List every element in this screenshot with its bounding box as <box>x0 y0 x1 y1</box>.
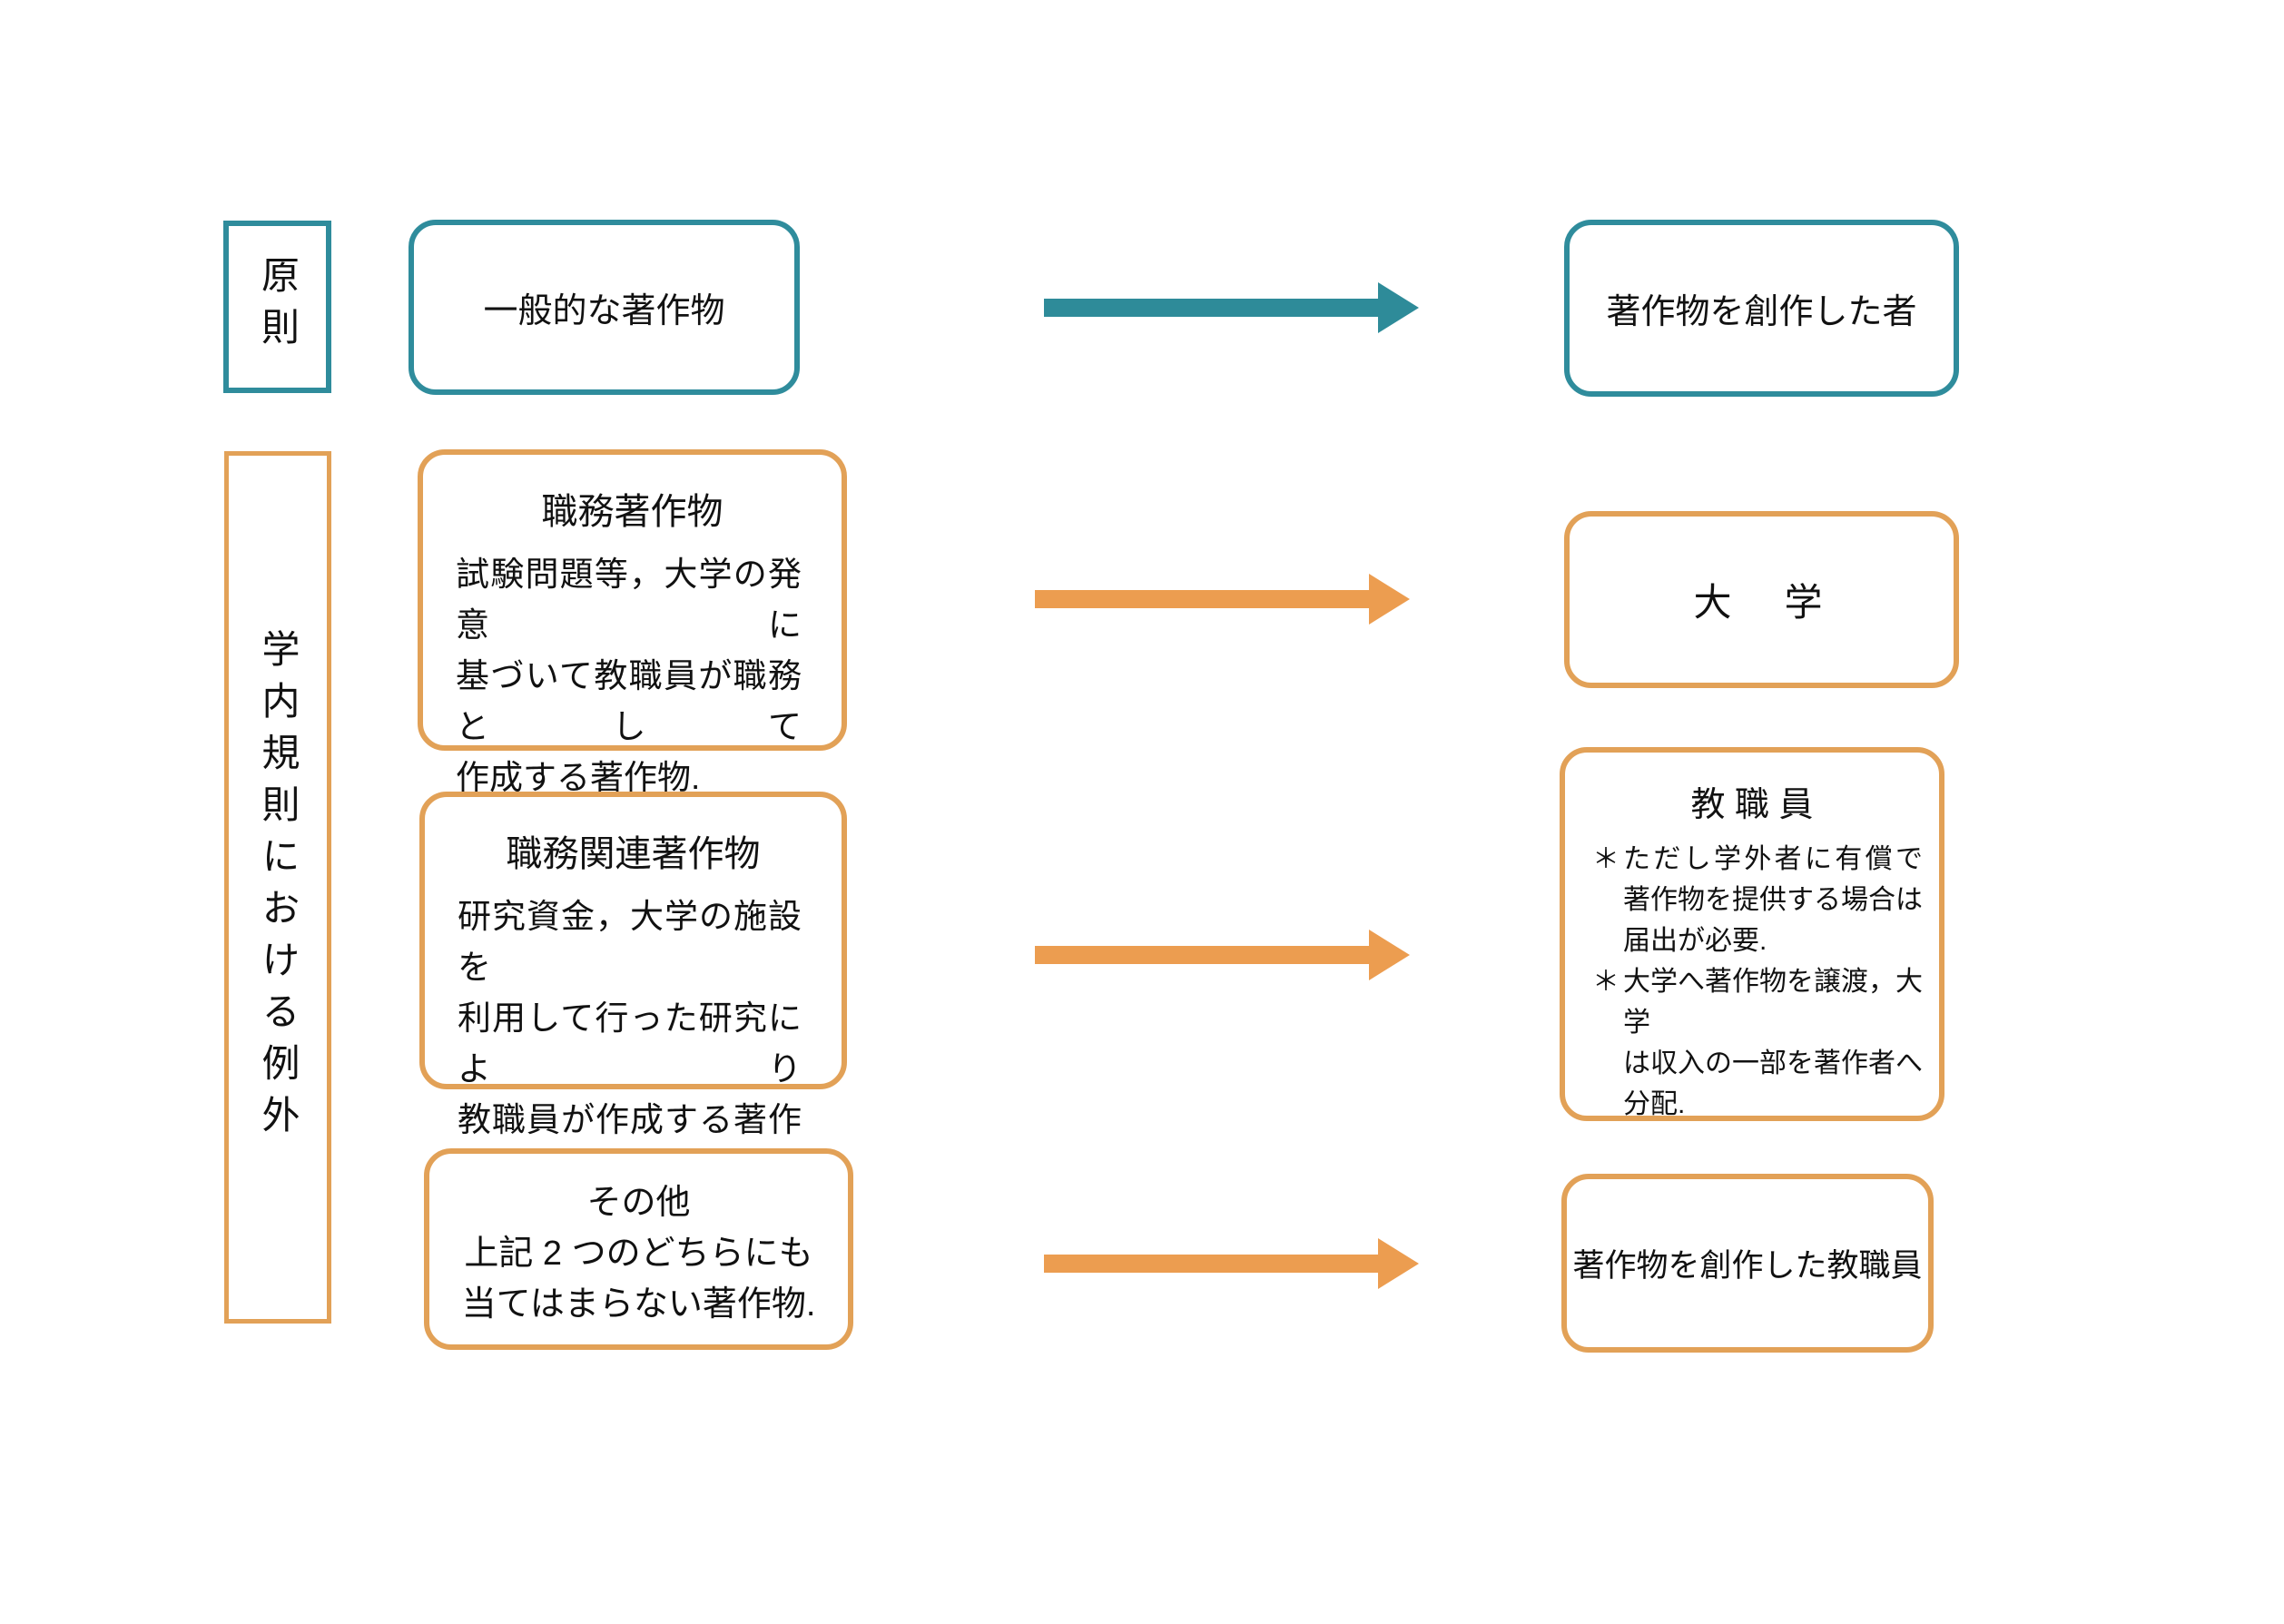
staff-creator-title: 著作物を創作した教職員 <box>1572 1248 1923 1284</box>
note-line: は収入の一部を著作者へ <box>1623 1048 1923 1078</box>
staff-title: 教 職 員 <box>1690 786 1814 824</box>
exception-label: 学内規則における例外 <box>257 628 300 1147</box>
other-works-title: その他 <box>586 1184 691 1222</box>
description-line: 試験問題等，大学の発意に <box>456 556 802 644</box>
work-related-description: 研究資金，大学の施設を 利用して行った研究により 教職員が作成する著作物. <box>458 891 802 1196</box>
asterisk-marker: ＊ <box>1592 844 1619 874</box>
staff-creator-box: 著作物を創作した教職員 <box>1561 1174 1934 1353</box>
exception-label-box: 学内規則における例外 <box>224 451 331 1324</box>
creator-box: 著作物を創作した者 <box>1564 220 1959 397</box>
work-for-hire-description: 試験問題等，大学の発意に 基づいて教職員が職務として 作成する著作物. <box>456 549 802 803</box>
description-line: 研究資金，大学の施設を <box>458 898 802 986</box>
arrow-workrelated-to-staff-icon <box>1035 930 1410 980</box>
arrow-workforhire-to-university-icon <box>1035 574 1410 625</box>
staff-note-2: ＊ 大学へ著作物を譲渡，大学 は収入の一部を著作者へ 分配. <box>1592 961 1923 1125</box>
staff-notes: ＊ ただし学外者に有償で 著作物を提供する場合は 届出が必要. ＊ 大学へ著作物… <box>1592 839 1923 1125</box>
work-for-hire-box: 職務著作物 試験問題等，大学の発意に 基づいて教職員が職務として 作成する著作物… <box>418 449 847 796</box>
asterisk-marker: ＊ <box>1592 967 1619 997</box>
other-works-box: その他 上記 2 つのどちらにも 当てはまらない著作物. <box>424 1148 853 1350</box>
principle-label-box: 原則 <box>223 221 331 393</box>
creator-title: 著作物を創作した者 <box>1606 293 1917 331</box>
staff-note-1: ＊ ただし学外者に有償で 著作物を提供する場合は 届出が必要. <box>1592 839 1923 961</box>
arrow-other-to-staffcreator-icon <box>1044 1238 1419 1289</box>
work-related-title: 職務関連著作物 <box>506 834 761 874</box>
work-related-box: 職務関連著作物 研究資金，大学の施設を 利用して行った研究により 教職員が作成す… <box>419 792 847 1189</box>
university-title: 大 学 <box>1693 581 1830 624</box>
work-for-hire-title: 職務著作物 <box>541 492 724 532</box>
note-line: ただし学外者に有償で <box>1623 844 1923 874</box>
university-box: 大 学 <box>1564 511 1959 688</box>
general-work-box: 一般的な著作物 <box>409 220 800 395</box>
description-line: 作成する著作物. <box>456 759 701 796</box>
description-line: 基づいて教職員が職務として <box>456 657 802 745</box>
description-line: 当てはまらない著作物. <box>461 1285 816 1324</box>
principle-label: 原則 <box>256 255 300 359</box>
arrow-general-to-creator-icon <box>1044 282 1419 333</box>
note-line: 分配. <box>1623 1089 1686 1119</box>
general-work-title: 一般的な著作物 <box>483 292 725 330</box>
description-line: 上記 2 つのどちらにも <box>464 1235 813 1273</box>
other-works-content: その他 上記 2 つのどちらにも 当てはまらない著作物. <box>429 1154 848 1330</box>
note-line: 届出が必要. <box>1623 926 1767 956</box>
note-line: 大学へ著作物を譲渡，大学 <box>1623 967 1923 1038</box>
staff-box: 教 職 員 ＊ ただし学外者に有償で 著作物を提供する場合は 届出が必要. ＊ … <box>1560 747 1944 1121</box>
description-line: 利用して行った研究により <box>458 999 802 1088</box>
note-line: 著作物を提供する場合は <box>1623 885 1923 915</box>
